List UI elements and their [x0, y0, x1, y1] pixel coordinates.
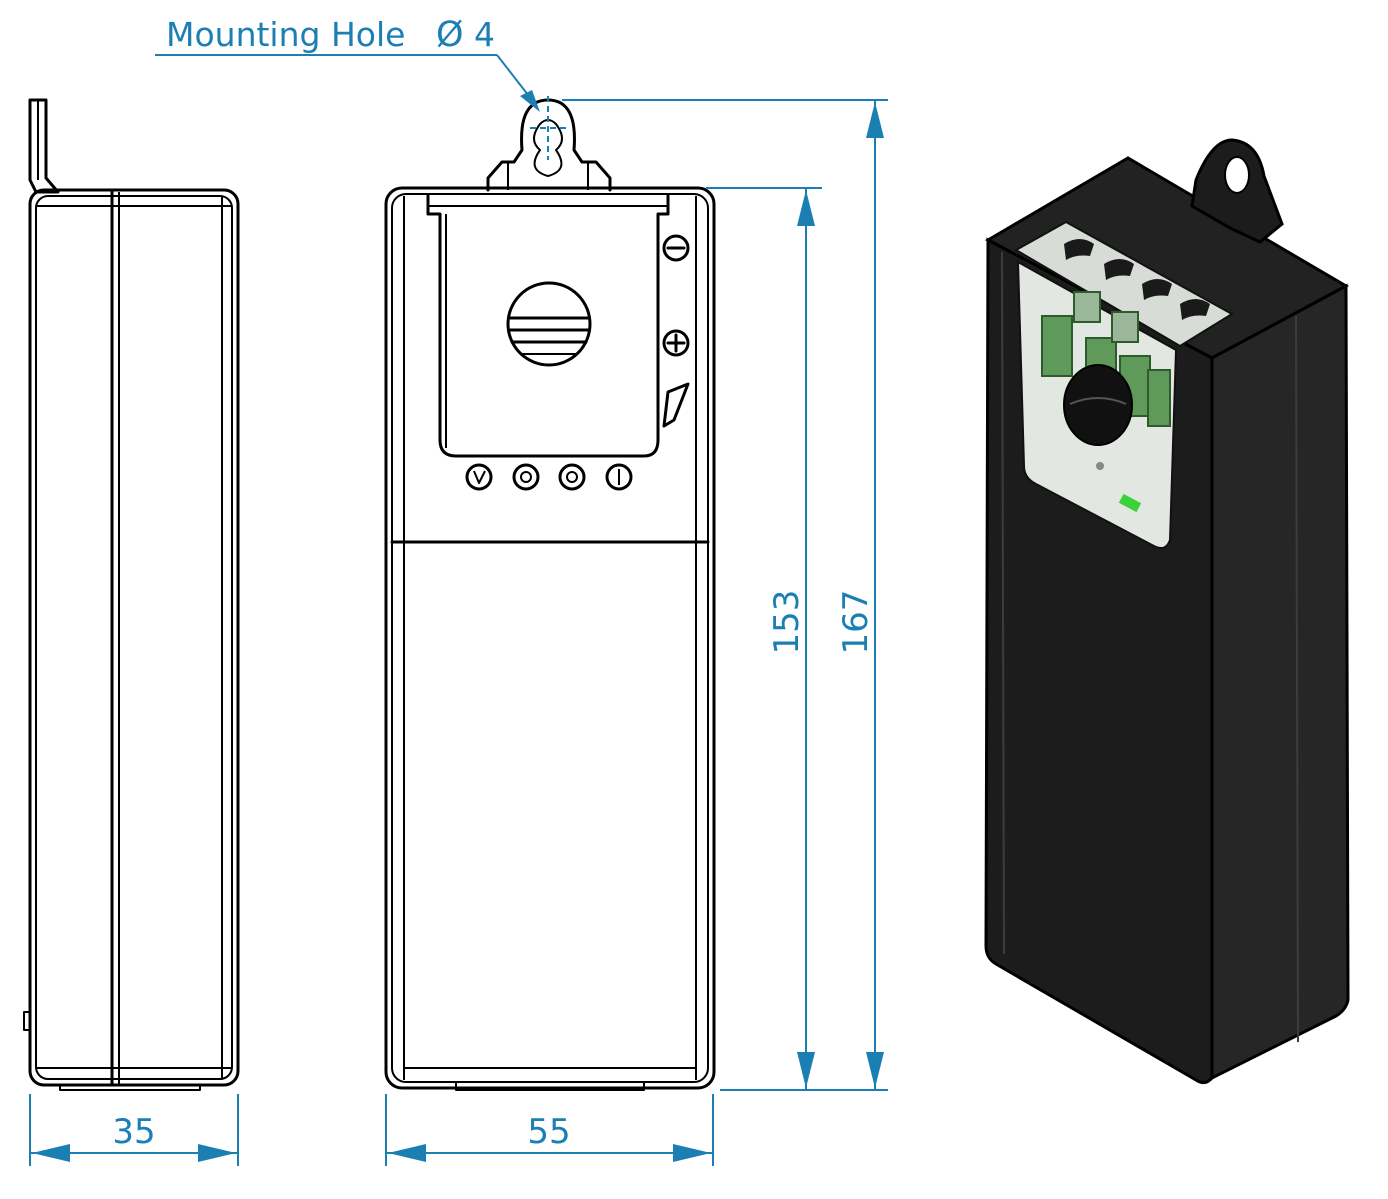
mounting-hole-label: Mounting Hole — [166, 15, 405, 54]
cover-window — [506, 281, 592, 367]
diameter-symbol: Ø — [436, 15, 464, 55]
minus-symbol-icon — [662, 234, 690, 262]
plus-symbol-icon — [662, 329, 690, 357]
front-view — [384, 98, 716, 1091]
terminal-screw-icon — [465, 463, 633, 491]
body-height-dimension: 153 — [767, 590, 807, 655]
front-width-dimension: 55 — [527, 1112, 570, 1152]
side-width-dimension: 35 — [112, 1112, 155, 1152]
lightning-icon — [662, 382, 690, 428]
mounting-hole-value: 4 — [474, 15, 495, 54]
dimensions: Mounting Hole Ø 4 167 153 35 55 — [29, 15, 888, 1166]
terminal-slots — [1064, 239, 1210, 320]
total-height-dimension: 167 — [836, 590, 876, 655]
status-led — [1118, 493, 1142, 513]
side-view — [23, 98, 240, 1091]
isometric-view — [984, 138, 1350, 1085]
